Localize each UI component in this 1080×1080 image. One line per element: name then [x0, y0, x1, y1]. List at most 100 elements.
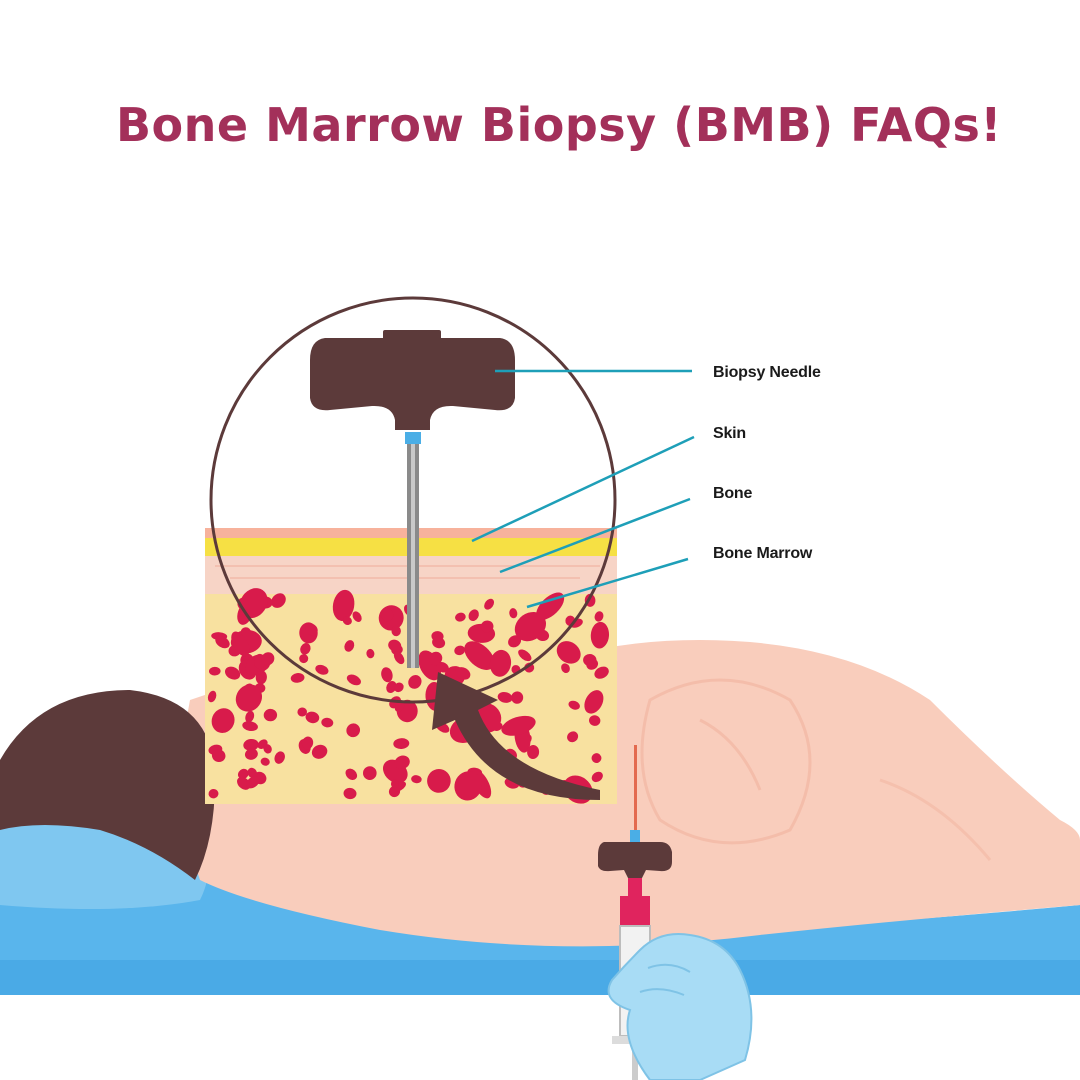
marrow-cell: [231, 631, 250, 657]
marrow-cell: [514, 611, 546, 642]
leader-line-bone: [499, 497, 691, 574]
marrow-cell: [352, 611, 362, 622]
marrow-cell: [311, 744, 328, 759]
leader-lines: [471, 369, 695, 609]
marrow-cell: [393, 682, 404, 693]
label-bone: Bone: [713, 485, 753, 502]
marrow-cell: [246, 776, 260, 789]
marrow-cell: [297, 707, 307, 717]
marrow-cell: [583, 653, 597, 667]
marrow-cell: [305, 623, 318, 636]
marrow-cell: [299, 654, 309, 664]
marrow-cell: [391, 625, 401, 637]
marrow-cell: [392, 781, 406, 792]
marrow-cell: [245, 710, 255, 723]
marrow-cell: [468, 609, 479, 621]
marrow-cell: [247, 767, 258, 779]
marrow-cell: [263, 708, 278, 722]
marrow-cell: [343, 787, 357, 800]
marrow-cell: [508, 635, 522, 648]
marrow-cell: [342, 616, 352, 626]
marrow-cell: [428, 651, 443, 666]
marrow-cell: [567, 731, 579, 743]
marrow-cell: [561, 663, 570, 674]
marrow-cell: [388, 639, 402, 652]
marrow-cell: [300, 643, 311, 655]
marrow-cell: [344, 640, 355, 652]
marrow-cell: [366, 648, 375, 659]
marrow-cell: [393, 738, 410, 750]
marrow-cell: [489, 649, 512, 677]
marrow-cell: [536, 592, 565, 620]
marrow-cell: [321, 717, 334, 728]
marrow-cell: [301, 736, 314, 750]
marrow-cell: [290, 673, 305, 683]
marrow-cell: [394, 755, 410, 770]
label-skin: Skin: [713, 425, 746, 442]
marrow-cell: [261, 652, 275, 666]
biopsy-needle-large: [310, 330, 515, 668]
marrow-cell: [346, 723, 361, 738]
marrow-cell: [527, 745, 540, 759]
marrow-cell: [589, 715, 601, 726]
marrow-cell: [556, 641, 581, 664]
marrow-cell: [594, 611, 604, 622]
patient-hair: [0, 690, 215, 880]
marrow-cell: [207, 690, 217, 703]
marrow-cell: [208, 788, 219, 799]
marrow-cell: [386, 680, 397, 694]
marrow-cell: [362, 766, 377, 780]
marrow-cells: [207, 588, 610, 804]
marrow-cell: [242, 721, 258, 732]
marrow-cell: [497, 691, 513, 703]
marrow-cell: [211, 749, 226, 763]
marrow-cell: [590, 621, 610, 649]
marrow-cell: [393, 651, 405, 665]
marrow-cell: [237, 768, 249, 780]
marrow-cell: [427, 769, 451, 793]
marrow-cell: [568, 700, 580, 710]
marrow-cell: [211, 708, 235, 733]
bed: [0, 845, 1080, 995]
marrow-cell: [381, 667, 393, 683]
marrow-cell: [509, 608, 518, 619]
marrow-cell: [239, 588, 268, 619]
marrow-cell: [263, 744, 272, 754]
marrow-cell: [224, 666, 241, 680]
leader-line-skin: [471, 435, 695, 543]
marrow-cell: [271, 593, 286, 608]
marrow-cell: [381, 608, 394, 622]
marrow-cell: [454, 645, 466, 656]
marrow-cell: [243, 738, 259, 751]
marrow-cell: [274, 751, 285, 764]
marrow-cell: [244, 748, 258, 760]
marrow-cell: [455, 667, 471, 680]
marrow-cell: [511, 691, 524, 704]
marrow-cell: [454, 771, 482, 801]
page-title: Bone Marrow Biopsy (BMB) FAQs!: [116, 98, 1002, 152]
marrow-cell: [411, 775, 422, 784]
marrow-cell: [518, 649, 532, 662]
marrow-cell: [209, 666, 221, 676]
label-biopsy-needle: Biopsy Needle: [713, 364, 821, 381]
leader-line-bone-marrow: [526, 557, 689, 609]
marrow-cell: [431, 631, 444, 642]
marrow-cell: [260, 757, 270, 766]
marrow-cell: [436, 662, 449, 673]
marrow-cell: [591, 771, 603, 783]
marrow-cell: [464, 641, 495, 670]
marrow-cell: [390, 779, 400, 789]
marrow-cell: [501, 715, 536, 736]
marrow-cell: [345, 768, 358, 780]
marrow-cell: [215, 635, 230, 649]
marrow-cell: [235, 684, 263, 712]
marrow-cell: [480, 620, 494, 633]
marrow-cell: [315, 664, 329, 675]
gloved-hand: [607, 933, 753, 1080]
marrow-cell: [408, 675, 422, 689]
marrow-cell: [346, 674, 361, 686]
marrow-cell: [455, 612, 466, 622]
marrow-cell: [332, 589, 355, 621]
